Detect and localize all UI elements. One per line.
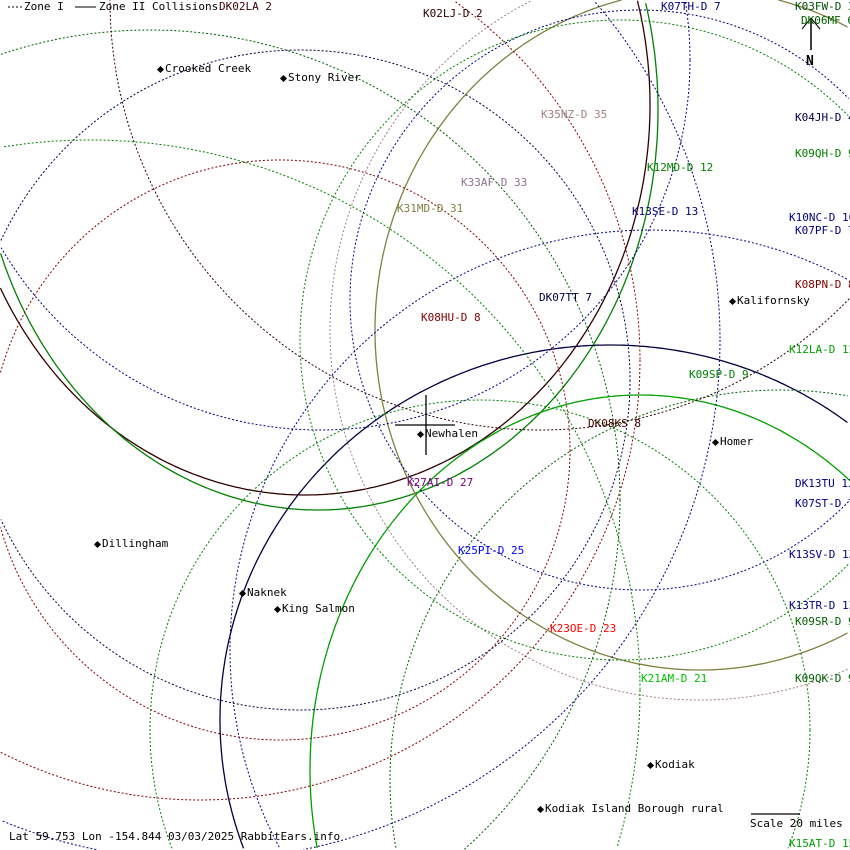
city-marker: Kodiak Island Borough rural <box>536 802 724 815</box>
station-label[interactable]: DK06MF 6 <box>801 14 850 27</box>
station-label[interactable]: DK08KS 8 <box>588 417 641 430</box>
zone1-contour <box>0 2 659 511</box>
zone1-contour <box>0 0 651 496</box>
city-dot-icon <box>536 805 545 813</box>
station-label[interactable]: K07TH-D 7 <box>661 0 721 13</box>
city-marker: Stony River <box>279 71 361 84</box>
station-label[interactable]: K23OE-D 23 <box>550 622 617 635</box>
station-label[interactable]: K27AI-D 27 <box>407 476 474 489</box>
city-name: Kalifornsky <box>737 294 810 307</box>
station-label[interactable]: K07PF-D 7 <box>795 224 850 237</box>
city-dot-icon <box>238 589 247 597</box>
city-name: Naknek <box>247 586 287 599</box>
city-name: Newhalen <box>425 427 478 440</box>
zone2-contour <box>299 19 849 661</box>
station-label[interactable]: DK07TT 7 <box>539 291 592 304</box>
city-marker: Kalifornsky <box>728 294 810 307</box>
zone2-contour <box>149 399 811 849</box>
legend-zone1: Zone I <box>24 0 64 13</box>
city-dot-icon <box>711 438 720 446</box>
station-label[interactable]: DK13TU 13 <box>795 477 850 490</box>
north-arrow-icon <box>801 17 821 50</box>
station-label[interactable]: K10NC-D 10 <box>789 211 850 224</box>
station-label[interactable]: K13SV-D 13 <box>789 548 850 561</box>
station-label[interactable]: K35NZ-D 35 <box>541 108 608 121</box>
city-marker: Naknek <box>238 586 287 599</box>
city-dot-icon <box>416 430 425 438</box>
station-label[interactable]: K21AM-D 21 <box>641 672 708 685</box>
city-dot-icon <box>279 74 288 82</box>
station-label[interactable]: K12LA-D 12 <box>789 343 850 356</box>
city-dot-icon <box>156 65 165 73</box>
station-label[interactable]: K04JH-D 4 <box>795 111 850 124</box>
legend-zone2: Zone II Collisions <box>99 0 219 13</box>
zone2-contour <box>0 49 631 711</box>
station-label[interactable]: K08HU-D 8 <box>421 311 481 324</box>
city-name: Dillingham <box>102 537 169 550</box>
zone1-contour <box>219 344 848 849</box>
station-label[interactable]: K13SE-D 13 <box>632 205 699 218</box>
zone1-contour <box>309 394 850 849</box>
zone2-contour <box>0 2 691 431</box>
city-name: King Salmon <box>282 602 355 615</box>
city-name: Stony River <box>288 71 361 84</box>
station-label[interactable]: K09QH-D 9 <box>795 147 850 160</box>
city-marker: Homer <box>711 435 754 448</box>
city-name: Crooked Creek <box>165 62 252 75</box>
station-label[interactable]: K25PI-D 25 <box>458 544 525 557</box>
scale-label: Scale 20 miles <box>750 817 843 830</box>
station-label[interactable]: K13TR-D 13 <box>789 599 850 612</box>
zone2-contour <box>0 29 621 850</box>
zone2-contour <box>349 9 849 591</box>
compass-label: N <box>806 54 814 69</box>
zone2-contour <box>229 229 848 848</box>
station-label[interactable]: K12MD-D 12 <box>647 161 714 174</box>
station-label[interactable]: K08PN-D 8 <box>795 278 850 291</box>
station-label[interactable]: K07ST-D 7 <box>795 497 850 510</box>
zone2-contour <box>389 389 848 848</box>
station-label[interactable]: K33AF-D 33 <box>461 176 528 189</box>
zone2-contour <box>0 159 571 741</box>
station-label[interactable]: K09SP-D 9 <box>689 368 749 381</box>
station-label[interactable]: K15AT-D 15 <box>789 837 850 850</box>
zone1-contour <box>374 0 848 671</box>
city-marker: King Salmon <box>273 602 355 615</box>
zone2-contour <box>0 1 721 850</box>
city-marker: Kodiak <box>646 758 695 771</box>
city-marker: Newhalen <box>416 427 478 440</box>
zone2-contour <box>3 139 641 847</box>
city-name: Kodiak <box>655 758 695 771</box>
city-dot-icon <box>93 540 102 548</box>
footer-coords: Lat 59.753 Lon -154.844 03/03/2025 Rabbi… <box>9 830 341 843</box>
station-label[interactable]: K02LJ-D 2 <box>423 7 483 20</box>
city-dot-icon <box>728 297 737 305</box>
zone2-contour <box>329 0 848 701</box>
station-label[interactable]: K09QK-D 9 <box>795 672 850 685</box>
city-name: Homer <box>720 435 754 448</box>
station-label[interactable]: K03FW-D 3 <box>795 0 850 13</box>
city-dot-icon <box>273 605 282 613</box>
city-marker: Dillingham <box>93 537 169 550</box>
city-name: Kodiak Island Borough rural <box>545 802 724 815</box>
station-label[interactable]: K31MD-D 31 <box>397 202 464 215</box>
city-marker: Crooked Creek <box>156 62 252 75</box>
station-label[interactable]: K09SR-D 9 <box>795 615 850 628</box>
city-dot-icon <box>646 761 655 769</box>
zone2-contour <box>0 1 641 801</box>
legend-focus-station: DK02LA 2 <box>219 0 272 13</box>
